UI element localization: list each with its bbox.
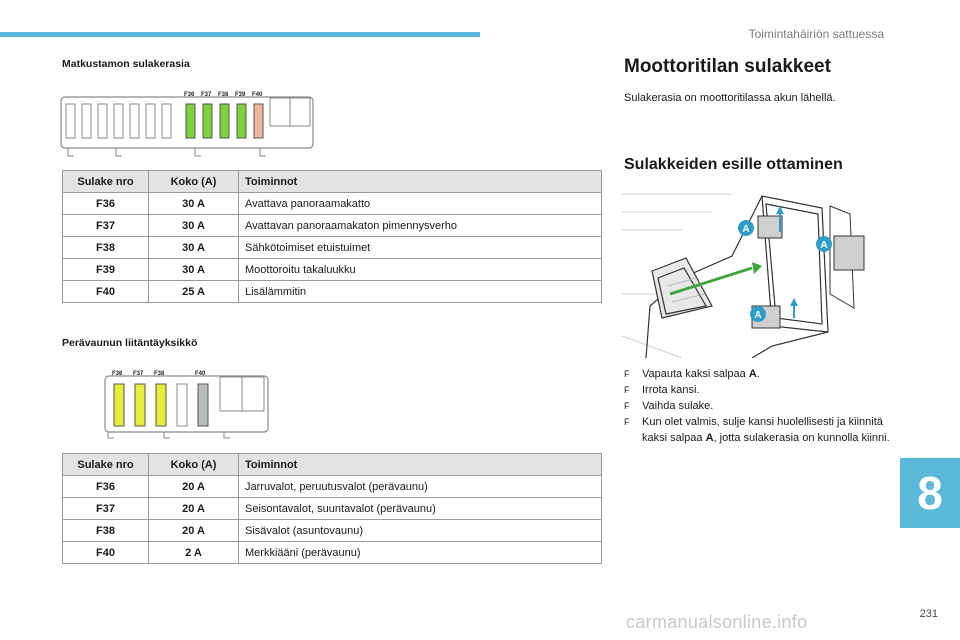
fuse-rating: 30 A (148, 192, 239, 215)
fuse-function: Avattava panoraamakatto (238, 192, 602, 215)
table-row: F37 30 A Avattavan panoraamakaton pimenn… (62, 214, 602, 237)
fuse-f39-cabin (236, 103, 247, 139)
bullet-icon: F (624, 369, 630, 379)
chapter-header: Toimintahäiriön sattuessa (748, 27, 884, 41)
table-header: Toiminnot (238, 170, 602, 193)
cabin-label-f39: F39 (235, 92, 246, 98)
fuse-function: Seisontavalot, suuntavalot (perävaunu) (238, 497, 602, 520)
fuse-number: F37 (62, 214, 149, 237)
fuse-f38-cabin (219, 103, 230, 139)
cabin-fuse-slots (65, 103, 172, 139)
fuse-function: Moottoroitu takaluukku (238, 258, 602, 281)
fuse-number: F40 (62, 541, 149, 564)
intro-text: Sulakerasia on moottoritilassa akun lähe… (624, 92, 836, 104)
marker-a (750, 306, 766, 322)
fuse-function: Merkkiääni (perävaunu) (238, 541, 602, 564)
fuse-number: F38 (62, 519, 149, 542)
cabin-label-f37: F37 (201, 92, 212, 98)
fuse-function: Sisävalot (asuntovaunu) (238, 519, 602, 542)
fuse-rating: 20 A (148, 475, 239, 498)
svg-text:A: A (820, 240, 827, 251)
marker-a (738, 220, 754, 236)
fuse-f37-trailer (134, 383, 146, 427)
fuse-number: F37 (62, 497, 149, 520)
svg-text:A: A (754, 310, 761, 321)
fuse-slot-empty (176, 383, 188, 427)
section-heading: Sulakkeiden esille ottaminen (624, 156, 843, 173)
trailer-label-f38: F38 (154, 371, 165, 377)
trailer-label-f36: F36 (112, 371, 123, 377)
fuse-f36-cabin (185, 103, 196, 139)
fuse-f38-trailer (155, 383, 167, 427)
fuse-rating: 30 A (148, 236, 239, 259)
fuse-function: Lisälämmitin (238, 280, 602, 303)
svg-text:A: A (742, 224, 749, 235)
trailer-fusebox-diagram: F36 F37 F38 F40 (104, 371, 269, 439)
table-row: F39 30 A Moottoroitu takaluukku (62, 258, 602, 281)
bullet-icon: F (624, 385, 630, 395)
fuse-number: F39 (62, 258, 149, 281)
fuse-f40-trailer (197, 383, 209, 427)
fuse-number: F38 (62, 236, 149, 259)
trailer-fuse-table: Sulake nro Koko (A) Toiminnot F36 20 A J… (62, 453, 602, 564)
cabin-fusebox-label: Matkustamon sulakerasia (62, 58, 190, 70)
table-row: F38 20 A Sisävalot (asuntovaunu) (62, 519, 602, 542)
fuse-f37-cabin (202, 103, 213, 139)
engine-fusebox-illustration: A A A (622, 186, 870, 358)
table-row: F40 2 A Merkkiääni (perävaunu) (62, 541, 602, 564)
table-row: F40 25 A Lisälämmitin (62, 280, 602, 303)
bullet-icon: F (624, 417, 630, 427)
top-accent-bar (0, 32, 480, 37)
table-row: F36 20 A Jarruvalot, peruutusvalot (perä… (62, 475, 602, 498)
watermark: carmanualsonline.info (626, 612, 808, 632)
trailer-label-f40: F40 (195, 371, 206, 377)
table-header: Koko (A) (148, 453, 239, 476)
fuse-function: Sähkötoimiset etuistuimet (238, 236, 602, 259)
table-header: Sulake nro (62, 453, 149, 476)
fuse-f36-trailer (113, 383, 125, 427)
chapter-tab: 8 (900, 458, 960, 528)
fuse-rating: 30 A (148, 214, 239, 237)
fuse-function: Avattavan panoraamakaton pimennysverho (238, 214, 602, 237)
fuse-number: F36 (62, 192, 149, 215)
marker-a (816, 236, 832, 252)
table-row: F38 30 A Sähkötoimiset etuistuimet (62, 236, 602, 259)
table-row: F36 30 A Avattava panoraamakatto (62, 192, 602, 215)
fuse-function: Jarruvalot, peruutusvalot (perävaunu) (238, 475, 602, 498)
trailer-unit-label: Perävaunun liitäntäyksikkö (62, 337, 198, 349)
fuse-rating: 20 A (148, 519, 239, 542)
cabin-fuse-table: Sulake nro Koko (A) Toiminnot F36 30 A A… (62, 170, 602, 303)
fuse-f40-cabin (253, 103, 264, 139)
fuse-number: F40 (62, 280, 149, 303)
table-header: Toiminnot (238, 453, 602, 476)
fuse-number: F36 (62, 475, 149, 498)
page-title: Moottoritilan sulakkeet (624, 56, 831, 77)
table-header: Koko (A) (148, 170, 239, 193)
table-header: Sulake nro (62, 170, 149, 193)
cabin-label-f40: F40 (252, 92, 263, 98)
fuse-rating: 30 A (148, 258, 239, 281)
fuse-rating: 25 A (148, 280, 239, 303)
page-number: 231 (919, 608, 938, 620)
fuse-rating: 2 A (148, 541, 239, 564)
fuse-rating: 20 A (148, 497, 239, 520)
cabin-label-f36: F36 (184, 92, 195, 98)
bullet-icon: F (624, 401, 630, 411)
table-row: F37 20 A Seisontavalot, suuntavalot (per… (62, 497, 602, 520)
trailer-label-f37: F37 (133, 371, 144, 377)
chapter-number: 8 (917, 467, 943, 519)
cabin-fusebox-diagram: F36 F37 F38 F39 F40 (60, 92, 314, 157)
cabin-label-f38: F38 (218, 92, 229, 98)
